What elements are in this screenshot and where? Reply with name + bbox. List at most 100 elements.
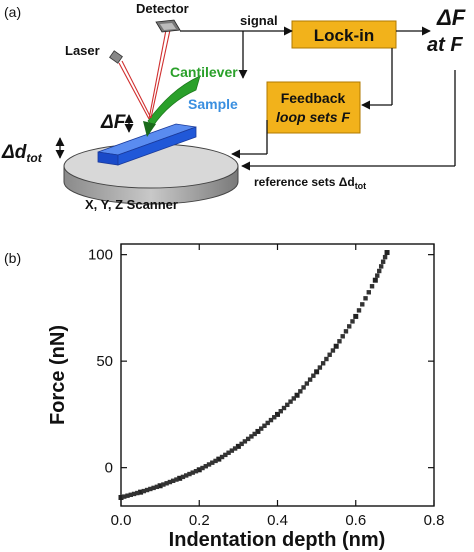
data-point-fill — [252, 431, 257, 437]
data-point — [235, 443, 241, 449]
data-point-fill — [343, 329, 349, 334]
data-point-fill — [174, 477, 179, 482]
data-point-fill — [378, 264, 384, 269]
data-point-fill — [327, 352, 332, 357]
delta-d-sub: tot — [26, 151, 42, 165]
feedback-line1: Feedback — [281, 90, 346, 106]
data-point-fill — [285, 402, 290, 408]
data-point-fill — [131, 491, 137, 497]
data-point-fill — [161, 482, 166, 487]
data-point-fill — [167, 479, 173, 485]
data-point-fill — [337, 339, 342, 344]
x-tick-label: 0.0 — [111, 512, 132, 529]
data-point-fill — [187, 471, 192, 477]
x-tick-label: 0.6 — [345, 512, 366, 529]
sample-bar — [97, 123, 197, 166]
data-point — [372, 277, 378, 283]
data-point-fill — [125, 493, 130, 498]
data-point — [196, 467, 202, 473]
data-point-fill — [128, 492, 133, 498]
data-point-fill — [135, 490, 140, 496]
data-point-fill — [164, 481, 169, 486]
data-point — [353, 313, 359, 319]
lockin-label: Lock-in — [314, 26, 374, 45]
data-point-fill — [190, 470, 195, 475]
data-point-fill — [258, 426, 264, 431]
data-point-fill — [232, 446, 238, 451]
data-point-fill — [360, 302, 365, 307]
data-point — [333, 343, 339, 349]
data-point — [314, 369, 320, 375]
x-tick-label: 0.2 — [189, 512, 210, 529]
data-point-fill — [307, 377, 313, 382]
signal-label: signal — [240, 13, 278, 28]
data-point-fill — [350, 319, 355, 324]
laser-beams — [118, 29, 171, 120]
data-point-fill — [363, 296, 368, 301]
panel-a-label: (a) — [4, 4, 21, 20]
y-tick-label: 0 — [105, 460, 113, 477]
laser-icon — [109, 50, 123, 64]
delta-f-label: ΔF — [100, 112, 127, 133]
data-point-fill — [288, 399, 293, 404]
sample-label: Sample — [188, 96, 238, 112]
data-point-fill — [377, 268, 382, 274]
data-point-fill — [223, 452, 228, 458]
cantilever — [147, 75, 201, 127]
plot-frame — [120, 243, 435, 507]
output-line1: ΔF — [436, 5, 466, 30]
data-point-fill — [239, 441, 244, 447]
data-point-fill — [193, 469, 199, 474]
data-point-fill — [154, 484, 160, 490]
data-point-fill — [356, 308, 362, 313]
panel-b-label: (b) — [4, 250, 21, 266]
data-point — [138, 489, 144, 495]
reference-label: reference sets Δdtot — [254, 175, 366, 191]
delta-d-label: Δdtot — [1, 142, 43, 165]
data-point-fill — [311, 373, 316, 378]
data-point-fill — [151, 485, 156, 491]
data-point-fill — [265, 420, 270, 426]
data-point-fill — [366, 290, 371, 295]
cantilever-tip — [143, 121, 156, 137]
delta-d-main: Δd — [1, 142, 27, 163]
output-line2: at F — [427, 34, 463, 56]
feedback-line2: loop sets F — [276, 109, 350, 125]
data-point-fill — [245, 436, 251, 442]
data-point-fill — [226, 450, 231, 455]
data-point-fill — [382, 254, 388, 260]
feedback-box — [266, 81, 361, 134]
data-point-fill — [375, 273, 380, 278]
data-point-fill — [291, 396, 297, 401]
data-point-fill — [229, 448, 235, 453]
data-point — [118, 494, 124, 500]
data-point — [384, 250, 390, 256]
data-point-fill — [324, 356, 329, 362]
signal-lines — [180, 26, 456, 171]
data-point-fill — [281, 405, 287, 411]
data-point-fill — [242, 439, 248, 444]
data-point-fill — [330, 348, 336, 353]
data-point-fill — [262, 423, 267, 428]
data-point-fill — [180, 474, 186, 480]
y-tick-label: 50 — [96, 353, 113, 370]
data-point-fill — [278, 409, 283, 414]
data-point — [177, 475, 183, 481]
detector-label: Detector — [136, 1, 189, 16]
data-point-fill — [301, 385, 306, 390]
data-points — [118, 250, 390, 500]
x-tick-label: 0.4 — [267, 512, 288, 529]
data-point-fill — [369, 284, 375, 289]
data-point-fill — [122, 494, 127, 499]
data-point-fill — [210, 460, 215, 465]
reference-main: reference sets Δd — [254, 175, 355, 189]
laser-label: Laser — [65, 43, 100, 58]
reference-sub: tot — [355, 181, 367, 191]
data-point-fill — [272, 415, 277, 420]
cantilever-label: Cantilever — [170, 64, 238, 80]
x-axis-label: Indentation depth (nm) — [169, 529, 386, 551]
data-point — [255, 428, 261, 434]
